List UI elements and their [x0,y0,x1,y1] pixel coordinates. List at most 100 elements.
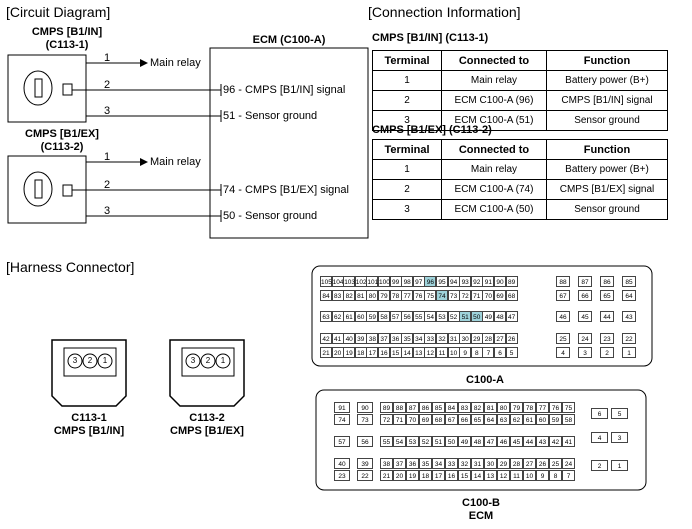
connector-pin: 40 [334,458,350,469]
connector-pin: 101 [366,276,379,287]
connector-pin: 89 [505,276,518,287]
connector-pin: 76 [549,402,562,413]
connector-pin: 35 [401,333,414,344]
sensor2-code: (C113-2) [40,141,84,153]
connector-pin: 59 [549,414,562,425]
connector-pin: 79 [510,402,523,413]
connector-pin: 26 [505,333,518,344]
connector-pin: 91 [334,402,350,413]
connector-pin: 8 [549,470,562,481]
connector-pin: 38 [380,458,393,469]
sensor1-box [7,54,87,123]
connector-pin: 56 [357,436,373,447]
connector-pin: 85 [432,402,445,413]
connector-pin: 44 [523,436,536,447]
connector-pin: 87 [578,276,592,287]
connector-pin: 60 [536,414,549,425]
connector-pin: 70 [406,414,419,425]
connector-pin: 26 [536,458,549,469]
ecm-box [209,47,369,239]
connector-pin: 79 [378,290,390,301]
connector-pin: 4 [556,347,570,358]
connector-pin: 3 [578,347,592,358]
connector-pin: 23 [600,333,614,344]
connector-pin: 27 [523,458,536,469]
connector-pin: 81 [484,402,497,413]
connector-pin: 47 [484,436,497,447]
connector-pin: 80 [366,290,379,301]
connector-pin: 61 [523,414,536,425]
connector-pin: 17 [366,347,379,358]
connector-pin: 40 [343,333,356,344]
connector-pin: 68 [432,414,445,425]
connector-pin: 89 [380,402,393,413]
connector-pin: 54 [393,436,406,447]
connector-pin: 11 [510,470,523,481]
connector-pin: 37 [378,333,390,344]
connector-pin: 24 [578,333,592,344]
connector-pin: 5 [611,408,628,419]
connector-pin: 78 [389,290,402,301]
c113-2-code: C113-2 [189,412,225,424]
connector-pin: 105 [320,276,332,287]
c113-2-pin: 1 [220,356,226,365]
connector-pin: 38 [366,333,379,344]
connector-pin: 61 [343,311,356,322]
connector-pin: 32 [436,333,448,344]
connector-pin: 39 [357,458,373,469]
connector-pin: 21 [320,347,332,358]
connector-pin: 84 [445,402,458,413]
connector-pin: 52 [447,311,460,322]
connector-pin: 31 [471,458,484,469]
table2-title: CMPS [B1/EX] (C113-2) [372,124,492,136]
connector-pin: 73 [447,290,460,301]
connector-pin: 14 [401,347,414,358]
connector-pin: 28 [482,333,495,344]
connector-pin: 74 [436,290,448,301]
connector-pin: 75 [424,290,437,301]
connector-pin: 64 [484,414,497,425]
connector-pin: 32 [458,458,471,469]
c113-1-code: C113-1 [71,412,107,424]
connector-pin: 71 [470,290,483,301]
c113-1-name: CMPS [B1/IN] [53,425,125,437]
connector-pin: 93 [459,276,472,287]
c100b-caption: C100-B [462,497,500,509]
connector-pin: 14 [471,470,484,481]
connector-pin: 104 [331,276,344,287]
connector-pin: 25 [549,458,562,469]
connector-pin: 87 [406,402,419,413]
connector-pin: 33 [445,458,458,469]
connector-pin: 6 [494,347,506,358]
connector-pin: 99 [389,276,402,287]
connector-pin: 8 [470,347,483,358]
connector-pin: 97 [412,276,425,287]
connector-pin: 64 [622,290,636,301]
connector-pin: 58 [378,311,390,322]
connector-pin: 53 [436,311,448,322]
connector-pin: 103 [343,276,356,287]
connector-pin: 42 [549,436,562,447]
connector-pin: 50 [470,311,483,322]
connector-pin: 55 [380,436,393,447]
wire5-num: 2 [104,179,111,191]
connector-pin: 69 [494,290,506,301]
connector-pin: 45 [510,436,523,447]
connector-pin: 36 [389,333,402,344]
circuit-diagram-title: [Circuit Diagram] [6,4,111,20]
connector-pin: 95 [436,276,448,287]
connector-pin: 67 [556,290,570,301]
connector-pin: 59 [366,311,379,322]
connector-pin: 19 [406,470,419,481]
connector-pin: 74 [334,414,350,425]
wire4-label: Main relay [150,156,201,168]
connector-pin: 88 [393,402,406,413]
connector-pin: 44 [600,311,614,322]
c113-1-pin: 1 [102,356,108,365]
connector-pin: 18 [354,347,367,358]
connector-pin: 75 [562,402,575,413]
connector-pin: 71 [393,414,406,425]
